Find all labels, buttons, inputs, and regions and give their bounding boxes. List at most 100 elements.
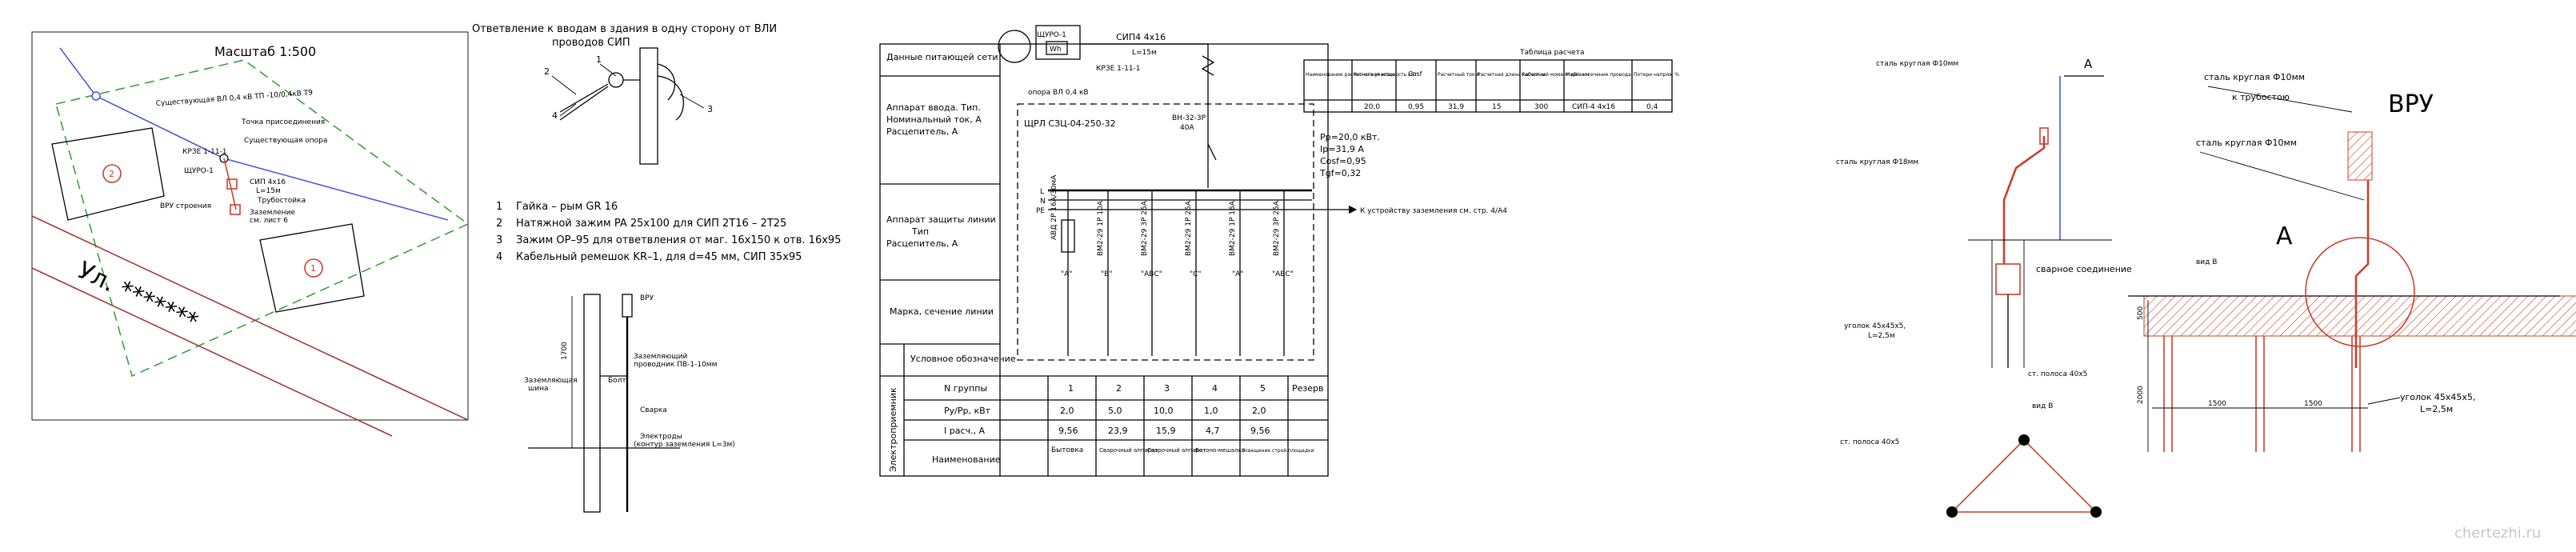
vru-box [230,204,241,215]
calc-v-4: 15 [1492,103,1501,111]
supply-symbol [998,30,1031,63]
building-2-marker [102,164,122,183]
group-1-power: 2,0 [1060,406,1074,416]
sld-row-protection-1: Аппарат защиты линии [886,214,996,225]
watermark: chertezhi.ru [2454,525,2541,542]
sld-phase-1: "А" [1061,270,1072,278]
group-branches [1061,190,1285,356]
calc-h-7: Потери напряж % [1634,72,1679,78]
gr-dim-2000: 2000 [2137,386,2145,404]
callout-3-leader [679,94,705,109]
sld-sip-length: L=15м [1132,49,1157,57]
calc-title: Таблица расчета [1519,49,1584,57]
group-4-current: 4,7 [1206,426,1220,436]
legend-num-2: 2 [496,218,502,230]
building-2-outline [51,127,165,221]
gl-label-view: вид В [2032,402,2053,410]
sld-row-apparatus-3: Расцепитель, А [886,126,958,137]
meter-label: Wh [1050,46,1062,54]
sld-row-apparatus-1: Аппарат ввода. Тип. [886,102,981,113]
gr-rod [2354,180,2370,368]
ground-detail: 1700 ВРУ Заземляющий проводник ПВ-1-10мм… [524,294,735,513]
detail-label-bus-2: шина [528,385,548,393]
calc-h-0: Наименование расчетного участка [1306,72,1395,78]
sld-row-power: Ру/Рр, кВт [944,406,991,416]
panel-outline [1017,103,1314,361]
group-2-power: 5,0 [1108,406,1122,416]
gr-label-view: вид В [2196,258,2217,266]
gl-label-strip: ст. полоса 40х5 [2028,370,2087,378]
group-4-power: 1,0 [1204,406,1218,416]
entry-cable [657,75,684,121]
site-plan-scale: Масштаб 1:500 [214,44,316,59]
sld-breaker-2: ВМ2-29 3Р 25А [1141,200,1149,256]
sld-rcd-label: АВД 2Р 16А/30мА [1050,174,1058,240]
detail-label-vru: ВРУ [640,294,654,302]
calc-h-2: Cosf [1408,70,1422,78]
gr-dim-1500b: 1500 [2304,400,2322,408]
sld-breaker-1: ВМ2-29 1Р 10А [1097,200,1105,256]
sld-row-apparatus-2: Номинальный ток, А [886,114,982,125]
building-1-outline [259,223,365,313]
gr-label-A: А [2276,222,2293,250]
sld-sip-label: СИП4 4х16 [1116,32,1166,42]
group-3-current: 15,9 [1156,426,1176,436]
gl-electrode-right [2090,506,2102,518]
branch-title-2: проводов СИП [552,37,630,49]
main-breaker-contact [1207,143,1217,161]
detail-label-electrode-2: (контур заземления L=3м) [634,441,735,449]
building-1-marker [304,258,323,278]
meter-box [1046,41,1068,55]
gl-label-weld: сварное соединение [2036,264,2132,274]
sld-breaker-main-2: 40А [1180,124,1194,132]
sld-row-protection-3: Расцепитель, А [886,238,958,249]
detail-label-conductor-2: проводник ПВ-1-10мм [634,361,717,369]
label-sip: СИП 4х16 [250,178,286,186]
drip-loop [657,63,676,101]
sld-summary-4: Tgf=0,32 [1319,168,1361,178]
gl-label-A: А [2084,57,2093,71]
legend-text-3: Зажим ОР–95 для ответвления от маг. 16х1… [516,234,841,246]
road-edge-top [31,215,469,421]
sld-phase-5: "А" [1232,270,1243,278]
detail-vru-box [622,294,633,318]
calc-h-3: Расчетный ток А [1438,72,1480,78]
inductor-symbol [1201,55,1215,76]
callout-4: 4 [552,110,558,121]
gl-label-rod10: сталь круглая Ф10мм [1876,60,1958,68]
gr-soil [2143,295,2576,337]
sld-row-cable: Марка, сечение линии [890,306,994,317]
sld-grounding-arrow-label: К устройству заземления см. стр. 4/А4 [1360,207,1507,215]
plot-boundary [55,59,470,378]
label-vru: ВРУ строения [160,202,211,210]
sld-row-supply: Данные питающей сети [886,52,998,62]
sld-summary-1: Рр=20,0 кВт. [1320,132,1380,142]
sld-breaker-4: ВМ2-29 1Р 16А [1229,200,1237,256]
calc-v-1: 20,0 [1364,103,1380,111]
sld-row-current: I расч., А [944,426,986,436]
gr-dim-500: 500 [2137,306,2145,320]
group-5-name: Освещение строй.площадки [1242,448,1314,454]
gl-electrode-left [1946,506,1958,518]
detail-dim-height: 1700 [561,342,569,360]
calc-h-6: Марка и сечение провода [1566,72,1631,78]
single-line-diagram: Данные питающей сети Аппарат ввода. Тип.… [879,25,1507,477]
grounding-left: сталь круглая Ф10мм А сталь круглая Ф18м… [1836,57,2132,518]
sld-pole-label: опора ВЛ 0,4 кВ [1028,89,1089,97]
detail-label-weld: Сварка [640,406,667,414]
cable-2 [559,86,609,121]
callout-2: 2 [544,66,550,77]
gr-label-to-pipe: к трубостою [2232,92,2290,102]
detail-label-conductor-1: Заземляющий [634,353,687,361]
gl-triangle [1950,438,2098,513]
calc-h-5: Расчетный момент кВт х м [1522,72,1590,78]
label-connection-point: Точка присоединения [241,118,325,126]
legend-num-3: 3 [496,234,502,246]
bus-label-pe: PE [1036,207,1045,215]
group-3-name: Сварочный аппарат [1147,447,1206,454]
group-1-current: 9,56 [1058,426,1078,436]
site-plan-frame [31,31,469,421]
gr-label-vru: ВРУ [2388,90,2434,118]
building-1-number: 1 [310,263,316,274]
